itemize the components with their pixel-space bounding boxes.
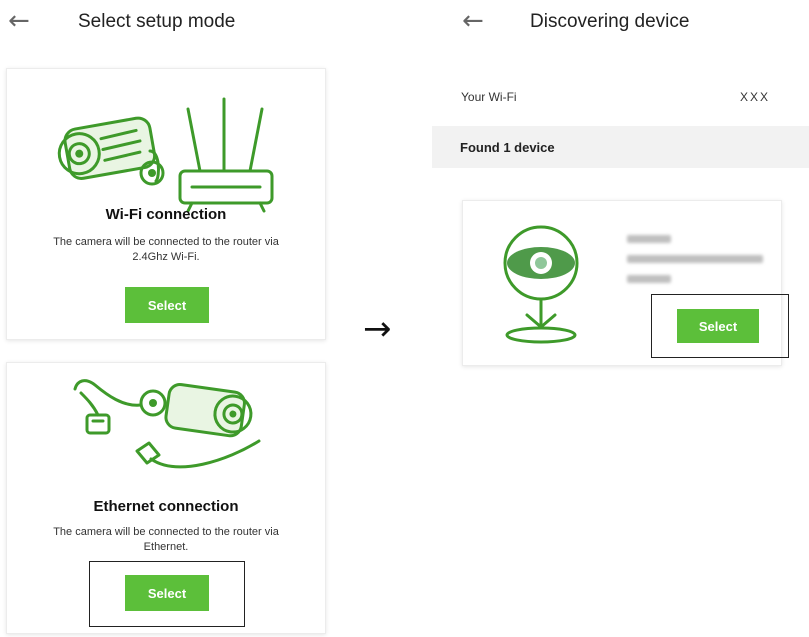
wifi-select-button[interactable]: Select bbox=[125, 287, 209, 323]
device-id-redacted bbox=[627, 255, 763, 263]
wifi-value: XXX bbox=[740, 90, 771, 104]
device-info-redacted bbox=[627, 275, 671, 283]
camera-ethernet-illustration-icon bbox=[73, 379, 261, 469]
ethernet-card-description: The camera will be connected to the rout… bbox=[53, 526, 279, 553]
wifi-label: Your Wi-Fi bbox=[461, 90, 517, 104]
found-devices-label: Found 1 device bbox=[460, 140, 555, 155]
ethernet-connection-card: Ethernet connection The camera will be c… bbox=[6, 362, 326, 634]
wifi-card-title: Wi-Fi connection bbox=[105, 206, 227, 223]
flow-arrow-right-icon: → bbox=[363, 309, 392, 349]
back-arrow-icon[interactable]: ← bbox=[462, 6, 484, 36]
highlight-box bbox=[651, 294, 789, 358]
page-title: Select setup mode bbox=[78, 11, 236, 32]
page-title: Discovering device bbox=[530, 11, 690, 32]
back-arrow-icon[interactable]: ← bbox=[8, 6, 30, 36]
camera-router-illustration-icon bbox=[57, 97, 274, 213]
wifi-card-description: The camera will be connected to the rout… bbox=[53, 236, 279, 263]
device-name-redacted bbox=[627, 235, 671, 243]
indoor-camera-icon bbox=[503, 225, 579, 344]
ethernet-card-title: Ethernet connection bbox=[93, 498, 239, 515]
found-devices-bar: Found 1 device bbox=[432, 126, 809, 168]
device-card[interactable]: Select bbox=[462, 200, 789, 366]
highlight-box bbox=[89, 561, 245, 627]
ethernet-select-button[interactable]: Select bbox=[125, 575, 209, 611]
wifi-connection-card: Wi-Fi connection The camera will be conn… bbox=[6, 68, 326, 340]
device-select-button[interactable]: Select bbox=[677, 309, 759, 343]
